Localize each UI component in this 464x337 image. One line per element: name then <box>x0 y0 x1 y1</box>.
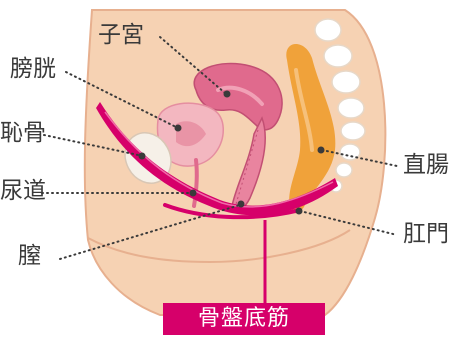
label-urethra: 尿道 <box>0 180 46 203</box>
label-rectum: 直腸 <box>403 154 449 177</box>
label-pubic-bone: 恥骨 <box>0 122 46 145</box>
label-vagina: 膣 <box>18 245 41 268</box>
pelvic-floor-muscle-label: 骨盤底筋 <box>163 303 325 335</box>
label-bladder: 膀胱 <box>10 58 56 81</box>
label-uterus: 子宮 <box>98 24 144 47</box>
label-anus: 肛門 <box>403 223 449 246</box>
